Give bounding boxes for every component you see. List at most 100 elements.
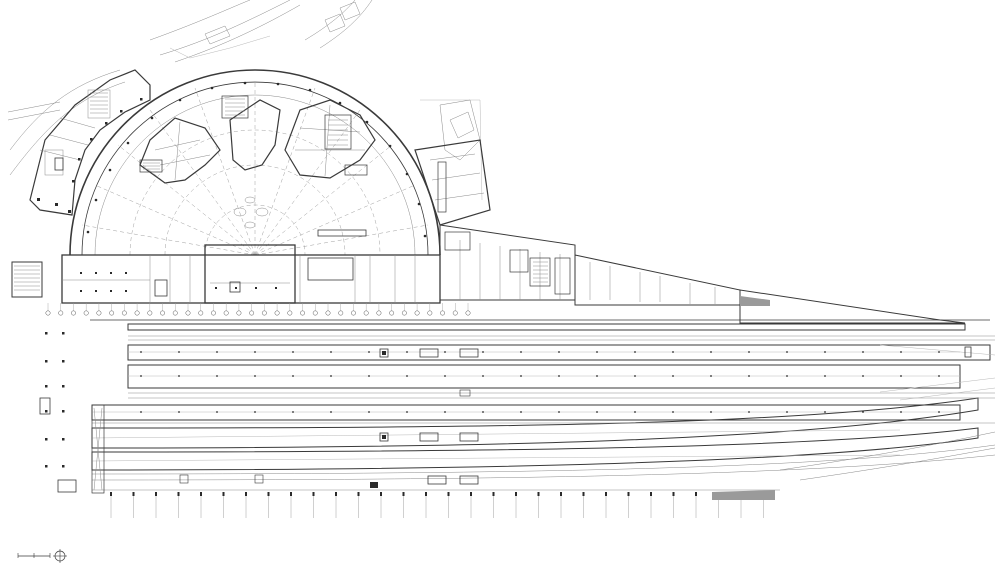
platform-fixture xyxy=(710,411,712,413)
rotunda-pavilions xyxy=(139,95,376,237)
platform-fixture xyxy=(216,351,218,353)
grid-bubble xyxy=(198,310,204,316)
platform-fixture xyxy=(748,375,750,377)
grid-bubble xyxy=(185,310,191,316)
west-wing-building xyxy=(29,69,151,216)
canopy-column xyxy=(290,492,292,496)
left-structure-columns xyxy=(45,332,65,468)
grid-bubble xyxy=(312,310,318,316)
platform-fixture xyxy=(862,375,864,377)
canopy-column xyxy=(447,492,450,496)
grid-bubble xyxy=(134,310,140,316)
platform-fixture xyxy=(444,411,446,413)
grid-bubble xyxy=(172,310,178,316)
left-kiosks xyxy=(39,397,264,493)
platform-fixture xyxy=(330,411,332,413)
platform-fixture xyxy=(406,411,408,413)
grid-bubble xyxy=(440,310,445,316)
grid-bubble xyxy=(452,310,458,316)
platform-fixture xyxy=(178,375,180,377)
platform-fixture xyxy=(634,411,636,413)
platform-fixture xyxy=(140,351,142,353)
platform-fixture xyxy=(862,351,864,353)
platform-fixture xyxy=(672,351,674,353)
canopy-column xyxy=(380,492,382,496)
rotunda-concourse xyxy=(69,69,441,256)
platform-fixture xyxy=(178,411,180,413)
platform-fixture xyxy=(292,411,294,413)
canopy-column xyxy=(560,492,562,496)
canopy-column xyxy=(605,492,607,496)
platform-fixture xyxy=(368,375,370,377)
canopy-column xyxy=(267,492,270,496)
canopy-column xyxy=(515,492,517,496)
canopy-column xyxy=(335,492,337,496)
platform-fixture xyxy=(900,351,902,353)
grid-bubble xyxy=(389,310,395,316)
grid-bubble xyxy=(363,310,369,316)
canopy-column xyxy=(245,492,247,496)
platform-fixture xyxy=(482,351,484,353)
platform-fixture xyxy=(254,351,256,353)
platform-fixture xyxy=(216,375,218,377)
platform-fixture xyxy=(938,351,940,353)
canopy-column xyxy=(312,492,315,496)
platform-fixture xyxy=(900,375,902,377)
grid-bubble xyxy=(414,310,420,316)
platform-fixture xyxy=(482,375,484,377)
platform-fixture xyxy=(216,411,218,413)
canopy-column xyxy=(200,492,202,496)
platform-fixture xyxy=(558,375,560,377)
grid-bubble xyxy=(109,310,115,316)
platform-fixture xyxy=(254,411,256,413)
canopy-column xyxy=(492,492,495,496)
canopy-column xyxy=(627,492,630,496)
canopy-column xyxy=(695,492,697,496)
platform-fixture xyxy=(178,351,180,353)
scale-bar xyxy=(17,553,51,558)
grid-bubble xyxy=(223,310,229,316)
grid-bubble xyxy=(249,310,255,316)
platform-fixture xyxy=(140,375,142,377)
platform-fixture xyxy=(482,411,484,413)
canopy-column xyxy=(222,492,225,496)
platform-fixture xyxy=(558,411,560,413)
street-context xyxy=(7,0,483,201)
platform-fixture xyxy=(710,351,712,353)
platform-fixture xyxy=(596,375,598,377)
east-wing-building xyxy=(414,139,966,324)
platform-fixture xyxy=(406,351,408,353)
platform-fixture xyxy=(634,375,636,377)
platform-fixture xyxy=(748,351,750,353)
platform-fixture xyxy=(634,351,636,353)
platform-fixture xyxy=(292,351,294,353)
platform-fixture xyxy=(824,411,826,413)
platform-fixture xyxy=(824,375,826,377)
platform-fixture xyxy=(824,351,826,353)
platform-fixture xyxy=(786,351,788,353)
grid-bubble xyxy=(300,310,305,316)
grid-bubble xyxy=(211,310,216,316)
platform-fixture xyxy=(406,375,408,377)
grid-bubble xyxy=(401,310,407,316)
canopy-column xyxy=(425,492,427,496)
platform-fixture xyxy=(862,411,864,413)
canopy-column xyxy=(155,492,157,496)
canopy-column xyxy=(650,492,652,496)
platform-fixture xyxy=(254,375,256,377)
platform-fixture xyxy=(786,411,788,413)
platform-fixture xyxy=(330,351,332,353)
canopy-column xyxy=(402,492,405,496)
platform-fixture xyxy=(748,411,750,413)
platform-fixture xyxy=(140,411,142,413)
grid-bubble xyxy=(58,310,64,316)
canopy-column xyxy=(177,492,180,496)
platform-fixture xyxy=(710,375,712,377)
grid-bubble xyxy=(83,310,89,316)
column-grid-markers xyxy=(45,303,471,316)
grid-bubble xyxy=(376,310,382,316)
north-arrow-icon xyxy=(53,549,67,563)
grid-bubble xyxy=(351,310,356,316)
